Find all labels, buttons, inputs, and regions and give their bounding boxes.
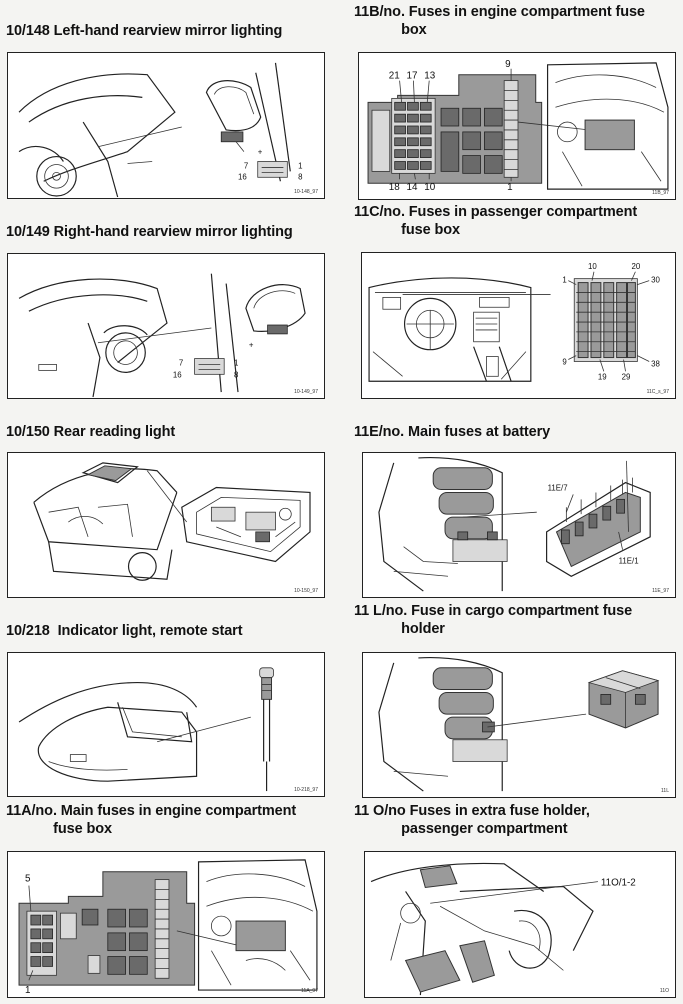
fuse-label-13: 13 <box>424 71 435 82</box>
fuse-label-9: 9 <box>562 357 566 366</box>
fuse-label-21: 21 <box>389 71 400 82</box>
fuse-label-11E-1: 11E/1 <box>619 556 639 565</box>
figure-code: 11L <box>661 788 669 794</box>
fuse-label-1: 1 <box>25 985 30 996</box>
section-title-10-148: 10/148 Left-hand rearview mirror lightin… <box>6 23 283 39</box>
fuse-label-5: 5 <box>25 874 31 885</box>
fuse-label-10: 10 <box>588 262 597 271</box>
connector-pin-7: 7 <box>179 358 183 367</box>
section-title-10-150: 10/150 Rear reading light <box>6 424 176 440</box>
fuse-label-18: 18 <box>389 182 400 193</box>
right-mirror-lighting-illustration: + 7 1 16 8 <box>18 273 306 398</box>
figure-code: 10-149_97 <box>294 389 318 395</box>
extra-fuse-holder-illustration: 11O/1-2 <box>370 862 636 996</box>
section-title-11O: 11 O/no Fuses in extra fuse holder, pass… <box>354 803 590 837</box>
connector-pin-1: 1 <box>234 358 238 367</box>
fuse-label-29: 29 <box>622 372 631 381</box>
diagram-panel-10-150: 10-150_97 <box>7 452 325 598</box>
fuse-label-1: 1 <box>507 182 512 193</box>
diagram-panel-10-149: + 7 1 16 8 10-149_97 <box>7 253 325 399</box>
remote-start-indicator-illustration <box>18 667 274 792</box>
fuse-label-19: 19 <box>598 372 607 381</box>
rear-reading-light-illustration <box>33 462 311 581</box>
fuse-label-30: 30 <box>651 276 660 285</box>
figure-code: 11A_97 <box>301 988 318 994</box>
svg-text:+: + <box>249 341 254 350</box>
left-mirror-lighting-illustration: + 7 1 16 8 <box>18 62 303 198</box>
section-title-11A: 11A/no. Main fuses in engine compartment… <box>6 803 297 837</box>
diagram-panel-11O: 11O/1-2 11O <box>364 851 676 998</box>
diagram-panel-11A: 5 1 11A_97 <box>7 851 325 998</box>
fuse-label-11E-7: 11E/7 <box>548 483 568 492</box>
diagram-panel-10-148: + 7 1 16 8 10-148_97 <box>7 52 325 199</box>
diagram-panel-11B: 9 21 17 13 18 14 10 1 11B_97 <box>358 52 676 200</box>
section-title-11E: 11E/no. Main fuses at battery <box>354 424 551 440</box>
fuse-label-38: 38 <box>651 359 660 368</box>
connector-pin-8: 8 <box>234 370 239 379</box>
fuses-passenger-fusebox-illustration: 10 20 1 30 9 19 29 38 <box>368 262 661 382</box>
fuse-label-17: 17 <box>407 71 418 82</box>
connector-pin-1: 1 <box>298 161 302 170</box>
fuses-engine-fusebox-illustration: 9 21 17 13 18 14 10 1 <box>367 59 669 193</box>
fuse-label-1: 1 <box>562 276 566 285</box>
diagram-panel-11C: 10 20 1 30 9 19 29 38 11C_s_97 <box>361 252 676 399</box>
diagram-panel-11L: 11L <box>362 652 676 798</box>
fuse-label-11O-1-2: 11O/1-2 <box>601 878 636 889</box>
cargo-fuse-holder-illustration <box>378 657 660 792</box>
figure-code: 11E_97 <box>652 588 669 594</box>
connector-pin-7: 7 <box>244 161 248 170</box>
svg-text:+: + <box>258 148 263 157</box>
connector-pin-16: 16 <box>238 172 247 181</box>
diagram-panel-10-218: 10-218_97 <box>7 652 325 797</box>
fuse-label-14: 14 <box>407 182 418 193</box>
section-title-11B: 11B/no. Fuses in engine compartment fuse… <box>354 4 645 38</box>
figure-code: 11O <box>659 988 669 994</box>
main-fuses-engine-fusebox-illustration: 5 1 <box>18 859 318 996</box>
figure-code: 11B_97 <box>652 190 669 196</box>
figure-code: 10-148_97 <box>294 189 318 195</box>
fuse-label-9: 9 <box>505 59 511 70</box>
section-title-11C: 11C/no. Fuses in passenger compartment f… <box>354 204 638 238</box>
section-title-10-149: 10/149 Right-hand rearview mirror lighti… <box>6 224 293 240</box>
figure-code: 10-150_97 <box>294 588 318 594</box>
section-title-10-218: 10/218 Indicator light, remote start <box>6 623 243 639</box>
connector-pin-8: 8 <box>298 172 303 181</box>
figure-code: 11C_s_97 <box>646 389 669 395</box>
diagram-panel-11E: 11E/7 11E/1 11E_97 <box>362 452 676 598</box>
section-title-11L: 11 L/no. Fuse in cargo compartment fuse … <box>354 603 633 637</box>
figure-code: 10-218_97 <box>294 787 318 793</box>
main-fuses-battery-illustration: 11E/7 11E/1 <box>378 457 651 592</box>
fuse-label-20: 20 <box>631 262 640 271</box>
connector-pin-16: 16 <box>173 370 182 379</box>
fuse-label-10: 10 <box>424 182 435 193</box>
